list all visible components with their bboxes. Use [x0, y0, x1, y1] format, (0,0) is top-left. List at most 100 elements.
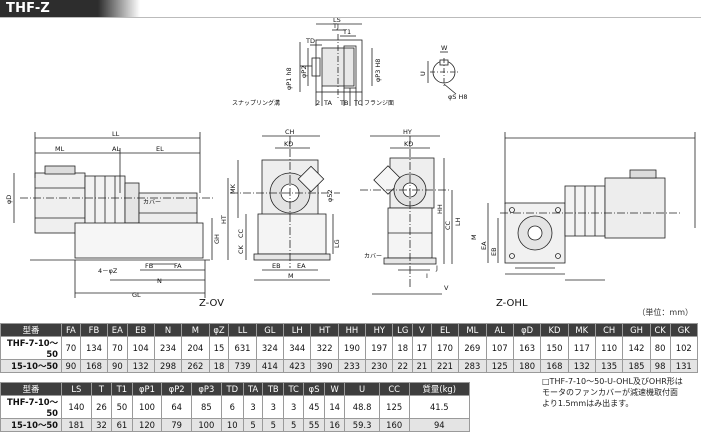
- table-cell: 3: [283, 395, 305, 419]
- table-cell: 5: [242, 418, 264, 432]
- table-header-cell: EL: [430, 323, 460, 337]
- table-cell: 18: [208, 359, 230, 373]
- label-i: I: [426, 272, 428, 280]
- table-cell: 132: [567, 359, 596, 373]
- table-cell: 17: [412, 336, 432, 360]
- label-52: φ52: [326, 189, 334, 202]
- table-row-model: 15-10〜50: [0, 418, 62, 432]
- table-cell: 61: [111, 418, 133, 432]
- table-cell: 14: [323, 395, 346, 419]
- label-v: V: [444, 284, 449, 292]
- table-row-model: 15-10〜50: [0, 359, 62, 373]
- label-snap-ring: スナップリング溝: [232, 99, 280, 107]
- label-j: J: [435, 264, 438, 272]
- label-t1: T1: [342, 28, 351, 36]
- label-cc-front: CC: [237, 228, 245, 238]
- table-header-cell: φS: [303, 382, 325, 396]
- title-bar: THF-Z: [0, 0, 701, 18]
- label-ml: ML: [55, 145, 65, 153]
- table-cell: 3: [242, 395, 264, 419]
- title-underline: [0, 17, 701, 18]
- shaft-section-drawing: [427, 51, 458, 95]
- label-two: 2: [316, 99, 320, 107]
- table-header-cell: EB: [126, 323, 155, 337]
- table-cell: 170: [430, 336, 460, 360]
- table-cell: 181: [61, 418, 92, 432]
- table-cell: 107: [485, 336, 514, 360]
- label-eb-front: EB: [272, 262, 281, 270]
- table-header-cell: LL: [228, 323, 257, 337]
- table-cell: 269: [458, 336, 487, 360]
- table-cell: 50: [111, 395, 133, 419]
- table-header-cell: CC: [378, 382, 410, 396]
- label-ea-front: EA: [297, 262, 306, 270]
- label-tb: TB: [339, 99, 348, 107]
- label-lh: LH: [454, 217, 462, 226]
- table-cell: 230: [365, 359, 394, 373]
- table-header-cell: CH: [594, 323, 624, 337]
- footnote-line: □THF-7-10〜50-U-OHL及びOHR形は: [542, 377, 683, 386]
- table-cell: 631: [228, 336, 257, 360]
- label-cover-rear: カバー: [364, 253, 382, 260]
- table-header-model: 型番: [0, 382, 62, 396]
- table-header-model: 型番: [0, 323, 62, 337]
- table-cell: 104: [126, 336, 155, 360]
- table-cell: 21: [412, 359, 432, 373]
- table-header-cell: GH: [622, 323, 651, 337]
- label-m-plate: M: [470, 234, 478, 240]
- table-cell: 390: [310, 359, 339, 373]
- table-cell: 739: [228, 359, 257, 373]
- label-ta: TA: [323, 99, 332, 107]
- table-cell: 423: [283, 359, 312, 373]
- table-header-cell: LH: [283, 323, 312, 337]
- front-view-drawing: [227, 135, 340, 281]
- label-tj: TJ: [332, 22, 339, 30]
- table-cell: 80: [649, 336, 671, 360]
- table-cell: 22: [392, 359, 414, 373]
- table-cell: 3: [262, 395, 285, 419]
- label-cover-left: カバー: [143, 199, 161, 206]
- table-header-cell: GL: [255, 323, 285, 337]
- table-cell: 160: [378, 418, 410, 432]
- table-cell: 90: [107, 359, 128, 373]
- label-n: N: [157, 277, 162, 285]
- label-ch: CH: [285, 128, 295, 136]
- table-header-cell: HT: [310, 323, 339, 337]
- table-header-cell: FA: [61, 323, 81, 337]
- label-ht: HT: [220, 215, 228, 224]
- label-m-front: M: [288, 272, 294, 280]
- label-ll: LL: [112, 130, 120, 138]
- table-cell: 10: [220, 418, 244, 432]
- label-lg: LG: [333, 239, 341, 248]
- table-cell: 45: [303, 395, 325, 419]
- label-w: W: [441, 44, 448, 52]
- rear-view-drawing: [360, 135, 453, 295]
- label-gl: GL: [132, 291, 141, 299]
- label-eb-plate: EB: [490, 247, 498, 256]
- table-cell: 5: [283, 418, 305, 432]
- table-header-cell: AL: [485, 323, 514, 337]
- table-cell: 100: [131, 395, 163, 419]
- table-header-cell: TA: [242, 382, 264, 396]
- table-cell: 142: [622, 336, 651, 360]
- label-ea-plate: EA: [480, 241, 488, 250]
- view-label-z-ov: Z-OV: [199, 298, 224, 308]
- table-cell: 55: [303, 418, 325, 432]
- page-title: THF-Z: [6, 1, 51, 16]
- table-cell: 168: [79, 359, 109, 373]
- table-header-cell: φZ: [208, 323, 230, 337]
- table-header-cell: TC: [283, 382, 305, 396]
- table-cell: 140: [61, 395, 92, 419]
- table-cell: 131: [669, 359, 699, 373]
- table-cell: 180: [512, 359, 542, 373]
- table-cell: 298: [153, 359, 183, 373]
- view-label-z-ohl: Z-OHL: [496, 298, 528, 308]
- plate-view-drawing: [487, 132, 696, 281]
- table-header-cell: N: [153, 323, 183, 337]
- label-fb: FB: [145, 262, 153, 270]
- table-cell: 190: [337, 336, 367, 360]
